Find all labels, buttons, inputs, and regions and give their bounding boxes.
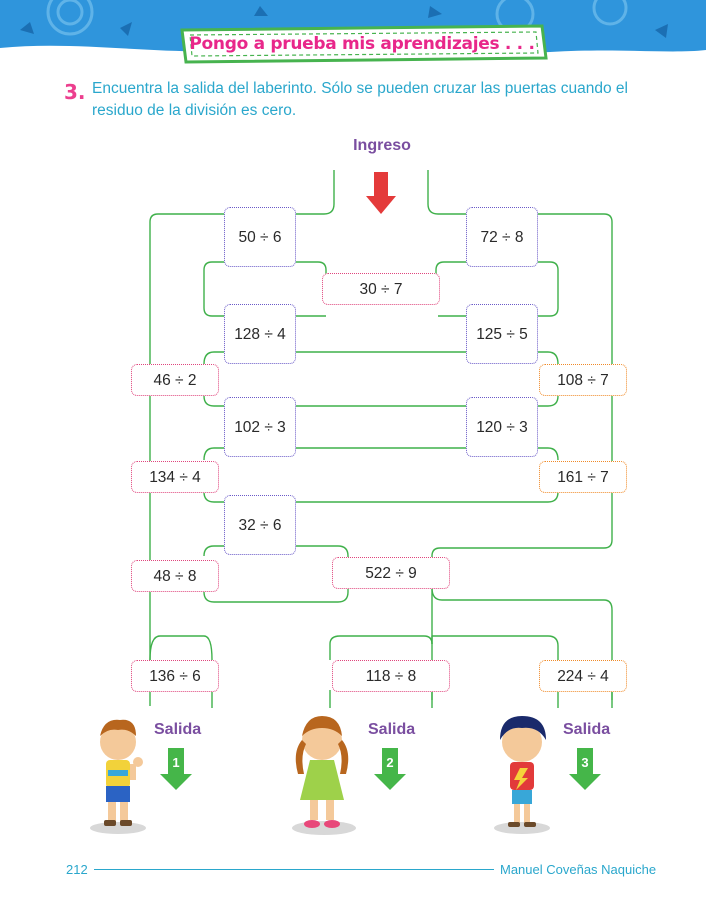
maze-door[interactable]: 48 ÷ 8 xyxy=(131,560,219,592)
maze-door[interactable]: 125 ÷ 5 xyxy=(466,304,538,364)
girl-character-icon xyxy=(292,716,356,835)
maze-door[interactable]: 134 ÷ 4 xyxy=(131,461,219,493)
maze-door[interactable]: 32 ÷ 6 xyxy=(224,495,296,555)
footer-divider xyxy=(94,869,494,870)
exit-label-3: Salida xyxy=(563,721,611,738)
maze-door[interactable]: 136 ÷ 6 xyxy=(131,660,219,692)
exit-number-3: 3 xyxy=(581,755,589,770)
entry-arrow-icon xyxy=(366,172,396,214)
maze-door[interactable]: 224 ÷ 4 xyxy=(539,660,627,692)
page-number: 212 xyxy=(66,862,88,877)
exit-number-1: 1 xyxy=(172,755,180,770)
maze-door[interactable]: 161 ÷ 7 xyxy=(539,461,627,493)
maze-door[interactable]: 72 ÷ 8 xyxy=(466,207,538,267)
exit-number-2: 2 xyxy=(386,755,394,770)
boy-character-icon xyxy=(90,719,146,834)
maze-door[interactable]: 120 ÷ 3 xyxy=(466,397,538,457)
section-title: Pongo a prueba mis aprendizajes . . . xyxy=(189,34,535,54)
maze-door[interactable]: 30 ÷ 7 xyxy=(322,273,440,305)
exit-label-2: Salida xyxy=(368,721,416,738)
maze-door[interactable]: 522 ÷ 9 xyxy=(332,557,450,589)
exit-arrow-3-icon xyxy=(569,748,601,790)
exit-arrow-2-icon xyxy=(374,748,406,790)
maze-door[interactable]: 46 ÷ 2 xyxy=(131,364,219,396)
exercise-instruction: Encuentra la salida del laberinto. Sólo … xyxy=(92,80,628,119)
exit-label-1: Salida xyxy=(154,721,202,738)
exit-arrow-1-icon xyxy=(160,748,192,790)
maze-walls xyxy=(149,170,613,708)
section-title-tab: Pongo a prueba mis aprendizajes . . . xyxy=(176,24,548,64)
title-tab-shape xyxy=(180,24,548,64)
maze-door[interactable]: 50 ÷ 6 xyxy=(224,207,296,267)
maze-door[interactable]: 128 ÷ 4 xyxy=(224,304,296,364)
exercise-number: 3. xyxy=(64,80,86,104)
maze-door[interactable]: 108 ÷ 7 xyxy=(539,364,627,396)
boy2-character-icon xyxy=(494,716,550,834)
footer-author: Manuel Coveñas Naquiche xyxy=(500,862,657,877)
maze-entry-label: Ingreso xyxy=(353,137,411,154)
maze-door[interactable]: 102 ÷ 3 xyxy=(224,397,296,457)
maze-door[interactable]: 118 ÷ 8 xyxy=(332,660,450,692)
